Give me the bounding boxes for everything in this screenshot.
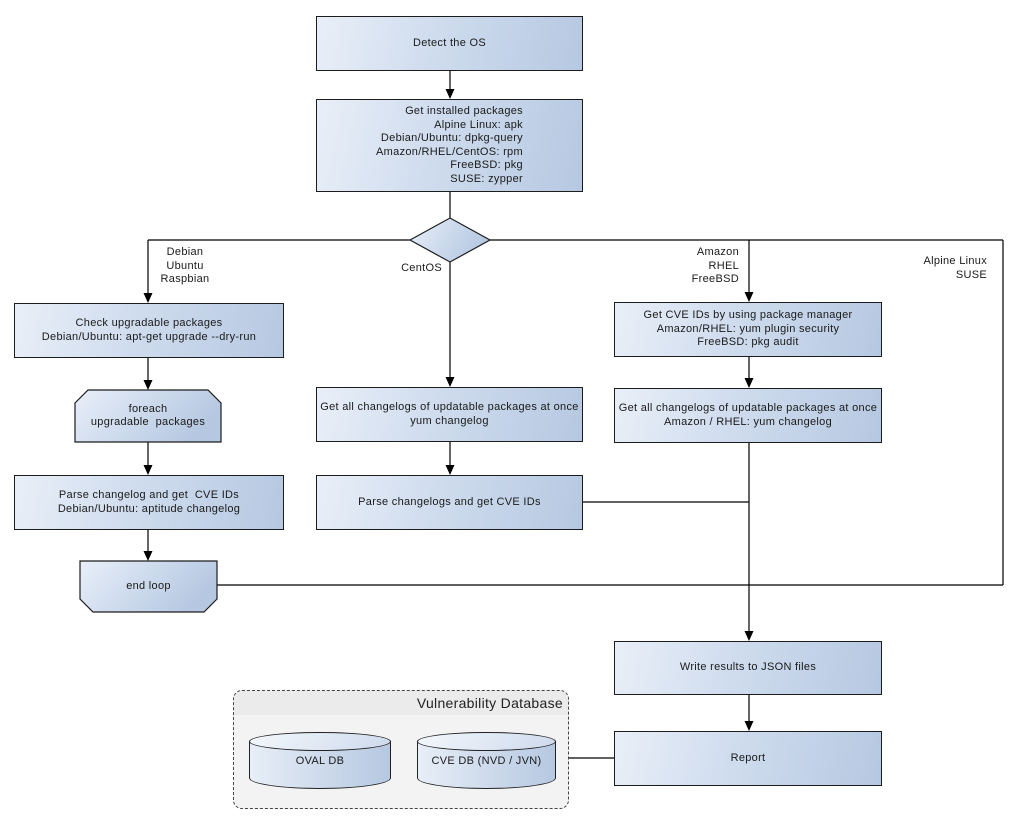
node-check-upgradable-packages: Check upgradable packages Debian/Ubuntu:…: [14, 303, 284, 358]
node-get-changelogs-centos-label: Get all changelogs of updatable packages…: [320, 401, 579, 427]
branch-label-amazon-rhel-freebsd: Amazon RHEL FreeBSD: [691, 246, 739, 285]
node-get-installed-packages-label: Get installed packages Alpine Linux: apk…: [376, 105, 523, 185]
node-detect-os-label: Detect the OS: [413, 36, 486, 49]
branch-label-debian-ubuntu-raspbian: Debian Ubuntu Raspbian: [160, 246, 210, 285]
cve-db-label: CVE DB (NVD / JVN): [431, 755, 542, 767]
branch-label-alpine-suse: Alpine Linux SUSE: [923, 255, 987, 281]
node-report: Report: [614, 731, 882, 786]
node-parse-changelogs-centos-label: Parse changelogs and get CVE IDs: [358, 495, 541, 508]
node-end-loop: end loop: [80, 561, 217, 612]
node-get-changelogs-centos: Get all changelogs of updatable packages…: [316, 387, 583, 442]
node-parse-changelog-deb-label: Parse changelog and get CVE IDs Debian/U…: [57, 489, 241, 515]
node-foreach-loop-label: foreach upgradable packages: [90, 402, 206, 429]
node-detect-os: Detect the OS: [316, 16, 583, 71]
cylinder-top-ellipse: [249, 732, 391, 751]
vulnerability-database-panel: Vulnerability Database OVAL DB CVE DB (N…: [233, 690, 569, 809]
node-get-installed-packages: Get installed packages Alpine Linux: apk…: [316, 99, 583, 192]
node-foreach-loop: foreach upgradable packages: [75, 390, 221, 442]
cylinder-top-ellipse: [417, 732, 556, 751]
foreach-loop-shape: [74, 389, 222, 443]
node-parse-changelog-deb: Parse changelog and get CVE IDs Debian/U…: [14, 475, 284, 530]
oval-db-cylinder: OVAL DB: [249, 732, 391, 789]
node-check-upgradable-packages-label: Check upgradable packages Debian/Ubuntu:…: [41, 317, 257, 343]
node-get-changelogs-amazon: Get all changelogs of updatable packages…: [614, 388, 882, 443]
connector-lines: [147, 71, 1004, 759]
node-report-label: Report: [730, 751, 766, 764]
branch-label-centos: CentOS: [401, 262, 442, 274]
oval-db-label: OVAL DB: [295, 755, 345, 767]
node-write-results-label: Write results to JSON files: [679, 661, 817, 674]
node-get-cve-ids-pkg-manager-label: Get CVE IDs by using package manager Ama…: [643, 309, 853, 349]
node-write-results: Write results to JSON files: [614, 641, 882, 695]
node-parse-changelogs-centos: Parse changelogs and get CVE IDs: [316, 475, 583, 530]
vulnerability-database-header: Vulnerability Database: [234, 691, 568, 715]
vulnerability-database-title: Vulnerability Database: [416, 695, 563, 711]
cve-db-cylinder: CVE DB (NVD / JVN): [417, 732, 556, 789]
os-decision-diamond: [408, 217, 492, 263]
node-end-loop-label: end loop: [126, 579, 171, 592]
end-loop-shape: [79, 560, 218, 613]
node-get-cve-ids-pkg-manager: Get CVE IDs by using package manager Ama…: [614, 302, 882, 357]
node-get-changelogs-amazon-label: Get all changelogs of updatable packages…: [618, 402, 878, 428]
